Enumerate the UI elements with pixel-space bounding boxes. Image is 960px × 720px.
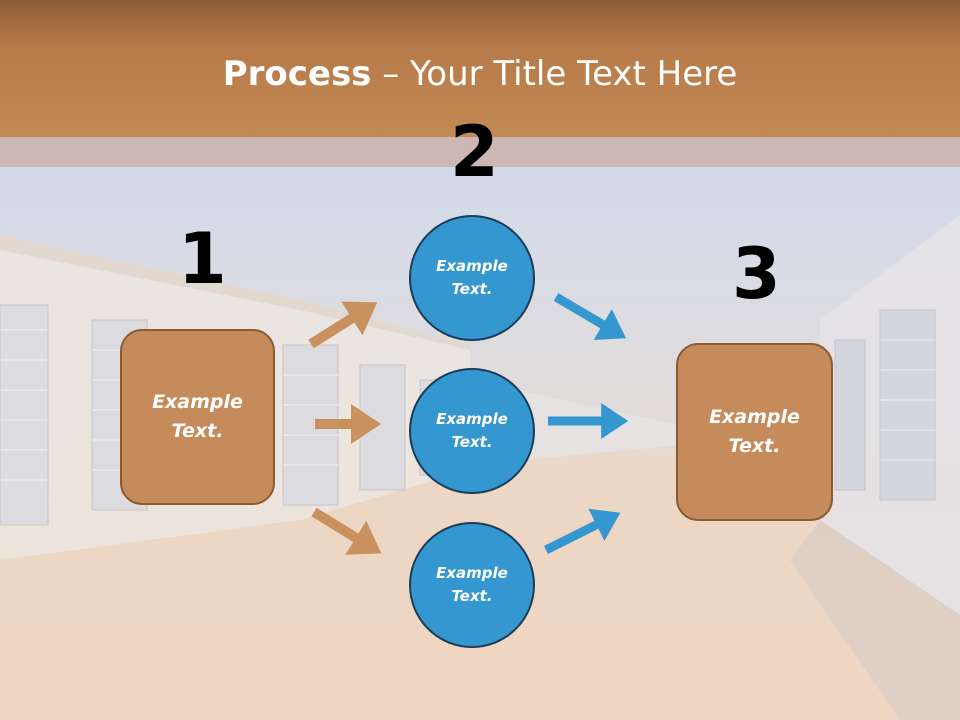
step-2-circle-3: Example Text. [409,522,535,648]
step-number-1: 1 [178,218,227,300]
step-number-3: 3 [732,233,781,315]
title-rest: – Your Title Text Here [371,54,738,94]
step-2-circle-1: Example Text. [409,215,535,341]
step-number-2: 2 [450,111,499,193]
arrow-right-icon [308,301,378,349]
step-3-text: Example Text. [709,406,800,457]
arrow-right-icon [553,293,626,341]
circle-3-text: Example Text. [436,564,508,605]
step-2-circle-2: Example Text. [409,368,535,494]
title-underband [0,137,960,167]
slide-title: Process – Your Title Text Here [0,52,960,96]
step-1-text: Example Text. [152,391,243,442]
arrow-right-icon [543,508,621,555]
step-1-box: Example Text. [120,329,275,505]
title-bold: Process [222,54,372,94]
step-3-box: Example Text. [676,343,833,521]
arrow-right-icon [311,507,382,555]
circle-2-text: Example Text. [436,410,508,451]
circle-1-text: Example Text. [436,257,508,298]
title-bar [0,0,960,137]
